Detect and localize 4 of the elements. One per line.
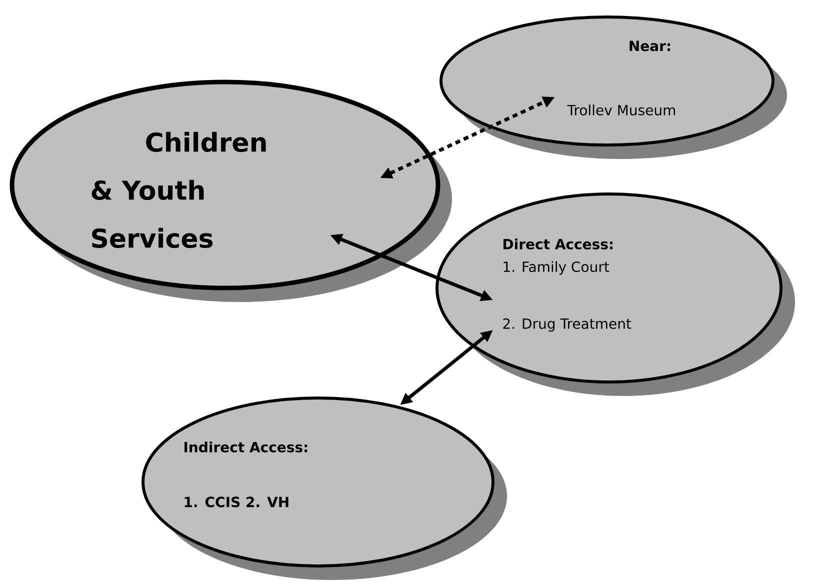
ellipse-node: Near: Trollev Museum xyxy=(440,16,787,159)
ellipse-node: Indirect Access: 1. CCIS 2. VH xyxy=(142,396,507,580)
ellipse-node: Direct Access: 1. Family Court 2. Drug Treatment xyxy=(436,192,795,396)
ellipse-node: Children & Youth Services xyxy=(10,80,452,302)
